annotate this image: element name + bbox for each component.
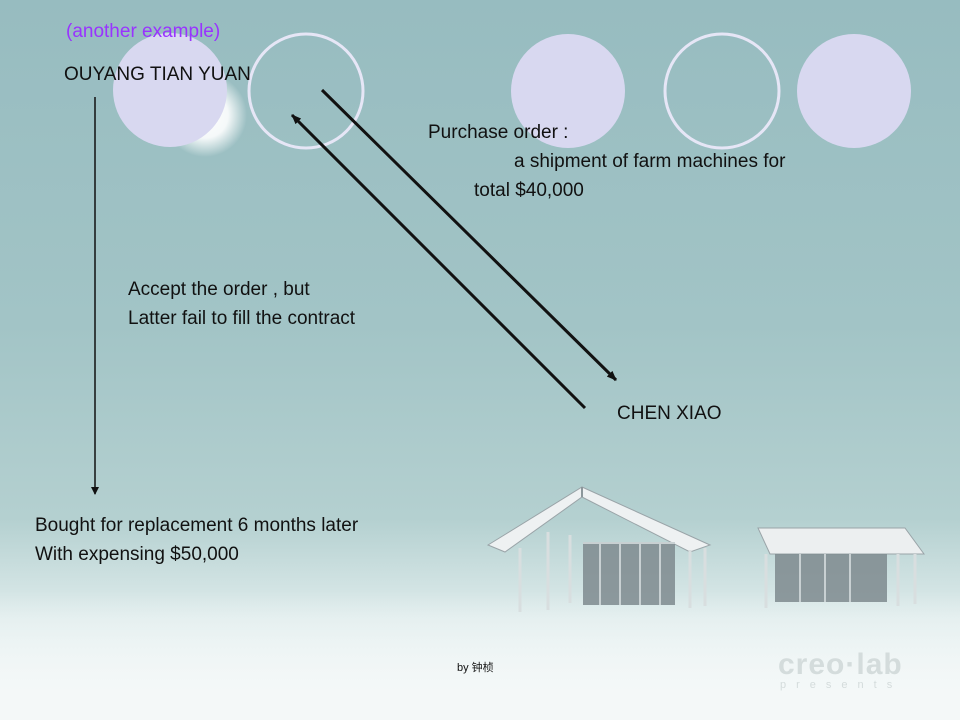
creo-lab-logo: creo·lab presents (778, 648, 903, 691)
reply-arrow (290, 113, 587, 410)
purchase-order-heading: Purchase order : (428, 122, 569, 143)
party-a-name: OUYANG TIAN YUAN (64, 64, 251, 85)
filled-circle-2 (511, 34, 625, 148)
reply-line: Latter fail to fill the contract (128, 308, 356, 329)
purchase-order-total: total $40,000 (474, 180, 584, 201)
reply-line: Accept the order , but (128, 279, 310, 300)
result-line: Bought for replacement 6 months later (35, 515, 359, 536)
outline-circle-1 (247, 32, 365, 150)
pavilion-left (486, 486, 712, 612)
ground-haze (0, 590, 960, 720)
party-b-name: CHEN XIAO (617, 403, 722, 424)
purchase-order-detail: a shipment of farm machines for (514, 151, 786, 172)
logo-brand: creo·lab (778, 648, 903, 681)
pavilion-right (757, 527, 925, 608)
logo-tagline: presents (780, 679, 902, 691)
filled-circle-3 (797, 34, 911, 148)
author-credit: by 钟桢 (457, 662, 494, 674)
result-line: With expensing $50,000 (35, 544, 239, 565)
outline-circle-2 (663, 32, 781, 150)
purchase-order-arrow (320, 88, 618, 382)
subtitle: (another example) (66, 21, 221, 42)
filled-circle-1 (113, 33, 227, 147)
